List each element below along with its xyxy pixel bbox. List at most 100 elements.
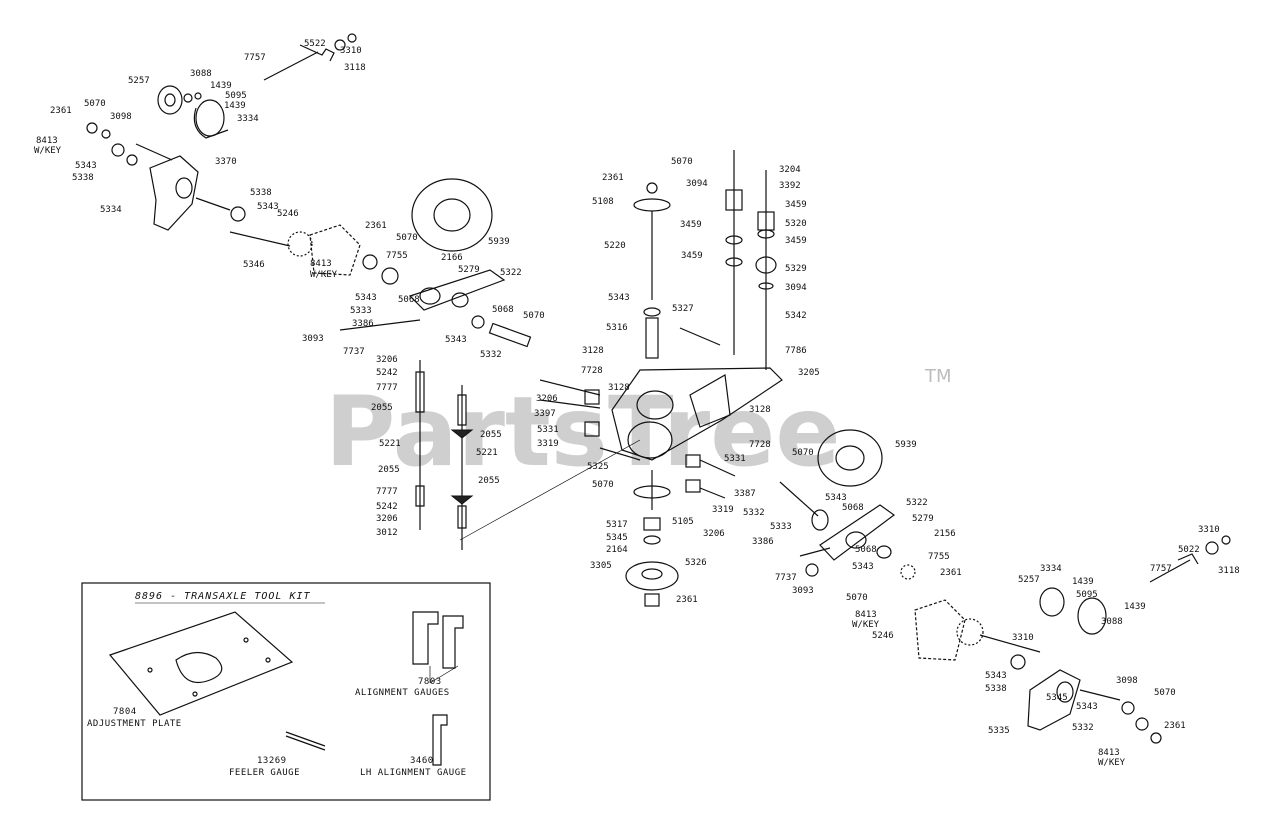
callout-label: 5317 xyxy=(606,520,628,530)
callout-label: 3205 xyxy=(798,368,820,378)
callout-label: 5333 xyxy=(350,306,372,316)
callout-label: 2055 xyxy=(378,465,400,475)
callout-label: 5070 xyxy=(396,233,418,243)
callout-label: 3206 xyxy=(703,529,725,539)
callout-label: 5343 xyxy=(445,335,467,345)
kit-item-13269-label: FEELER GAUGE xyxy=(229,768,300,778)
callout-label: 3088 xyxy=(1101,617,1123,627)
callout-label: 5022 xyxy=(1178,545,1200,555)
callout-label: W/KEY xyxy=(310,270,338,280)
callout-label: 7757 xyxy=(244,53,266,63)
callout-label: 5068 xyxy=(398,295,420,305)
callout-label: 5343 xyxy=(257,202,279,212)
callout-label: 2361 xyxy=(1164,721,1186,731)
callout-label: 5331 xyxy=(537,425,559,435)
callout-label: 5343 xyxy=(852,562,874,572)
callout-label: 5332 xyxy=(743,508,765,518)
callout-label: 5332 xyxy=(1072,723,1094,733)
callout-label: 5095 xyxy=(225,91,247,101)
callout-label: 5338 xyxy=(985,684,1007,694)
callout-label: 7777 xyxy=(376,383,398,393)
callout-label: 5343 xyxy=(985,671,1007,681)
callout-label: 5338 xyxy=(250,188,272,198)
callout-label: 5316 xyxy=(606,323,628,333)
callout-label: 5221 xyxy=(379,439,401,449)
callout-label: 3094 xyxy=(785,283,807,293)
callout-label: 5070 xyxy=(792,448,814,458)
callout-label: 5246 xyxy=(277,209,299,219)
callout-label: 5338 xyxy=(72,173,94,183)
callout-label: 5070 xyxy=(84,99,106,109)
callout-label: 8413 xyxy=(1098,748,1120,758)
callout-label: 7786 xyxy=(785,346,807,356)
callout-label: 2361 xyxy=(676,595,698,605)
callout-label: 3459 xyxy=(785,236,807,246)
callout-label: 5345 xyxy=(606,533,628,543)
callout-label: 3118 xyxy=(344,63,366,73)
callout-label: 5242 xyxy=(376,502,398,512)
callout-label: 3012 xyxy=(376,528,398,538)
callout-label: 5257 xyxy=(1018,575,1040,585)
callout-label: 5346 xyxy=(243,260,265,270)
callout-label: 5333 xyxy=(770,522,792,532)
callout-label: 5334 xyxy=(100,205,122,215)
callout-label: 5329 xyxy=(785,264,807,274)
callout-label: 5246 xyxy=(872,631,894,641)
callout-label: 3334 xyxy=(237,114,259,124)
callout-label: 5068 xyxy=(492,305,514,315)
callout-label: W/KEY xyxy=(1098,758,1126,768)
callout-label: 2361 xyxy=(50,106,72,116)
callout-label: 7777 xyxy=(376,487,398,497)
callout-label: 3310 xyxy=(1198,525,1220,535)
callout-label: 5331 xyxy=(724,454,746,464)
callout-label: 7728 xyxy=(749,440,771,450)
callout-label: 3319 xyxy=(537,439,559,449)
callout-label: 5070 xyxy=(592,480,614,490)
callout-label: 5070 xyxy=(846,593,868,603)
callout-label: 5070 xyxy=(671,157,693,167)
callout-label: 3098 xyxy=(1116,676,1138,686)
callout-label: 3206 xyxy=(376,355,398,365)
callout-label: 5332 xyxy=(480,350,502,360)
callout-label: 5343 xyxy=(75,161,97,171)
callout-label: 5257 xyxy=(128,76,150,86)
callout-label: 8413 xyxy=(36,136,58,146)
callout-label: 3093 xyxy=(792,586,814,596)
callout-label: 3310 xyxy=(340,46,362,56)
center-transaxle xyxy=(539,150,883,607)
callout-label: 3305 xyxy=(590,561,612,571)
callout-label: 3459 xyxy=(681,251,703,261)
callout-label: 3128 xyxy=(749,405,771,415)
callout-label: 3098 xyxy=(110,112,132,122)
callout-label: 3459 xyxy=(680,220,702,230)
callout-label: 5095 xyxy=(1076,590,1098,600)
callout-label: 3128 xyxy=(608,383,630,393)
callout-labels: 5522331031187757525730881439509514393334… xyxy=(34,39,1240,768)
callout-label: 3397 xyxy=(534,409,556,419)
callout-label: 3128 xyxy=(582,346,604,356)
callout-label: 7757 xyxy=(1150,564,1172,574)
callout-label: 5068 xyxy=(855,545,877,555)
watermark-tm: TM xyxy=(924,366,952,387)
callout-label: 5279 xyxy=(458,265,480,275)
callout-label: 3093 xyxy=(302,334,324,344)
callout-label: 5242 xyxy=(376,368,398,378)
callout-label: 5343 xyxy=(608,293,630,303)
callout-label: 5939 xyxy=(488,237,510,247)
callout-label: 2055 xyxy=(478,476,500,486)
callout-label: 3392 xyxy=(779,181,801,191)
callout-label: 2055 xyxy=(371,403,393,413)
callout-label: 5939 xyxy=(895,440,917,450)
callout-label: 2055 xyxy=(480,430,502,440)
callout-label: 5345 xyxy=(1046,693,1068,703)
callout-label: 5335 xyxy=(988,726,1010,736)
callout-label: 3319 xyxy=(712,505,734,515)
shift-rods xyxy=(415,360,641,550)
kit-item-13269-number: 13269 xyxy=(257,756,287,766)
callout-label: 7755 xyxy=(928,552,950,562)
right-lower-assembly xyxy=(779,481,1231,744)
kit-item-7803-label: ALIGNMENT GAUGES xyxy=(355,688,450,698)
callout-label: 3310 xyxy=(1012,633,1034,643)
callout-label: 5522 xyxy=(304,39,326,49)
callout-label: 3386 xyxy=(352,319,374,329)
